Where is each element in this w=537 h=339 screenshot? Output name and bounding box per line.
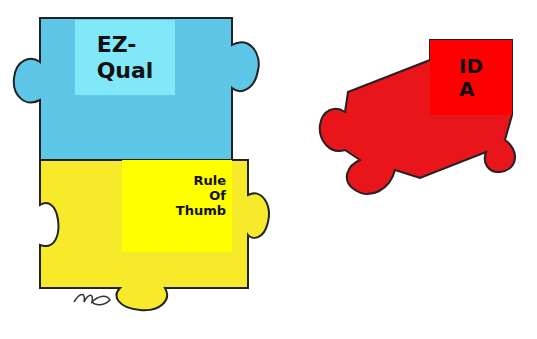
piece-label: Rule Of Thumb: [176, 174, 226, 219]
red-label-box: ID A: [430, 40, 512, 115]
piece-label: EZ- Qual: [97, 32, 154, 83]
red-puzzle-piece: [320, 40, 515, 194]
blue-label-box: EZ- Qual: [75, 20, 175, 95]
piece-label: ID A: [459, 55, 483, 101]
yellow-puzzle-piece: [40, 160, 269, 310]
blue-puzzle-piece: [14, 18, 259, 168]
artist-signature: [74, 295, 110, 305]
yellow-label-box: Rule Of Thumb: [122, 160, 232, 252]
